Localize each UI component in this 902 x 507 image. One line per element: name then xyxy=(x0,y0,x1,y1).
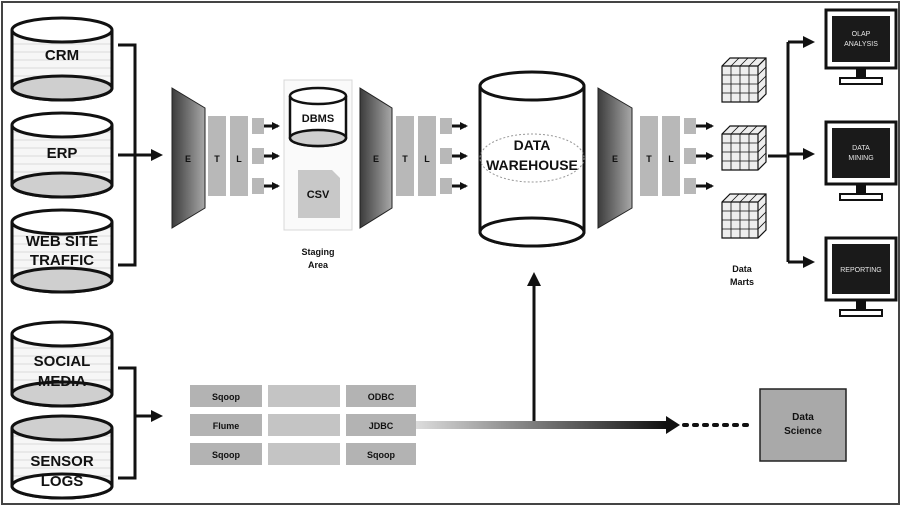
staging-csv-file: CSV xyxy=(298,170,340,218)
etl1-t-label: T xyxy=(214,154,220,164)
source-erp-label: ERP xyxy=(47,145,78,162)
data-warehouse-cylinder: DATA WAREHOUSE xyxy=(478,70,586,248)
etl3-l-label: L xyxy=(668,154,674,164)
etl3-t-label: T xyxy=(646,154,652,164)
etl2-t-label: T xyxy=(402,154,408,164)
ingestion-tools-grid: Sqoop Flume Sqoop ODBC JDBC Sqoop xyxy=(190,385,416,465)
etl1-l-box xyxy=(230,116,248,196)
tool-left-2: Flume xyxy=(213,421,240,431)
etl-block-1: E T L xyxy=(171,87,280,229)
source-web-site-traffic-cylinder: WEB SITE TRAFFIC xyxy=(10,208,114,294)
output-branch-arrows xyxy=(768,36,815,268)
source-social-label-line2: MEDIA xyxy=(38,373,87,390)
source-crm-cylinder: CRM xyxy=(10,16,114,102)
big-data-flow xyxy=(416,272,754,434)
data-mining-monitor: DATA MINING xyxy=(824,120,898,201)
etl1-e-label: E xyxy=(185,154,191,164)
data-science-label-line1: Data xyxy=(792,412,814,423)
source-sensor-label-line1: SENSOR xyxy=(30,453,94,470)
data-marts-label-line1: Data xyxy=(732,264,753,274)
big-data-merge-bracket xyxy=(118,366,163,480)
warehouse-label-line1: DATA xyxy=(514,137,551,153)
source-web-label-line1: WEB SITE xyxy=(26,233,99,250)
data-mart-cube-3 xyxy=(721,193,767,239)
warehouse-label-line2: WAREHOUSE xyxy=(486,157,578,173)
tool-left-3: Sqoop xyxy=(212,450,240,460)
source-web-label-line2: TRAFFIC xyxy=(30,252,94,269)
tool-right-2: JDBC xyxy=(369,421,394,431)
mining-label-line2: MINING xyxy=(848,155,873,162)
olap-analysis-monitor: OLAP ANALYSIS xyxy=(824,8,898,85)
data-marts-label-line2: Marts xyxy=(730,277,754,287)
reporting-monitor: REPORTING xyxy=(824,236,898,317)
olap-label-line2: ANALYSIS xyxy=(844,41,878,48)
tool-right-3: Sqoop xyxy=(367,450,395,460)
source-sensor-label-line2: LOGS xyxy=(41,473,84,490)
data-mart-cube-2 xyxy=(721,125,767,171)
etl-block-3: E T L xyxy=(597,87,714,229)
staging-dbms-label: DBMS xyxy=(302,113,334,125)
etl-block-2: E T L xyxy=(359,87,468,229)
data-science-box: Data Science xyxy=(759,388,847,462)
tool-left-1: Sqoop xyxy=(212,392,240,402)
etl1-t-box xyxy=(208,116,226,196)
staging-label-line1: Staging xyxy=(302,247,335,257)
sources-merge-bracket xyxy=(118,43,163,267)
source-crm-label: CRM xyxy=(45,47,79,64)
staging-label-line2: Area xyxy=(308,260,329,270)
etl1-l-label: L xyxy=(236,154,242,164)
source-social-label-line1: SOCIAL xyxy=(34,353,91,370)
staging-area: DBMS CSV Staging Area xyxy=(283,79,353,270)
mining-label-line1: DATA xyxy=(852,145,870,152)
data-science-label-line2: Science xyxy=(784,426,822,437)
etl2-l-label: L xyxy=(424,154,430,164)
reporting-label: REPORTING xyxy=(840,267,882,274)
staging-csv-label: CSV xyxy=(307,189,330,201)
etl3-e-label: E xyxy=(612,154,618,164)
source-sensor-logs-cylinder: SENSOR LOGS xyxy=(10,414,114,500)
olap-label-line1: OLAP xyxy=(852,31,871,38)
data-mart-cube-1 xyxy=(721,57,767,103)
source-social-media-cylinder: SOCIAL MEDIA xyxy=(10,320,114,408)
source-erp-cylinder: ERP xyxy=(10,111,114,199)
etl2-e-label: E xyxy=(373,154,379,164)
staging-dbms-cylinder: DBMS xyxy=(288,86,348,148)
tool-right-1: ODBC xyxy=(368,392,395,402)
